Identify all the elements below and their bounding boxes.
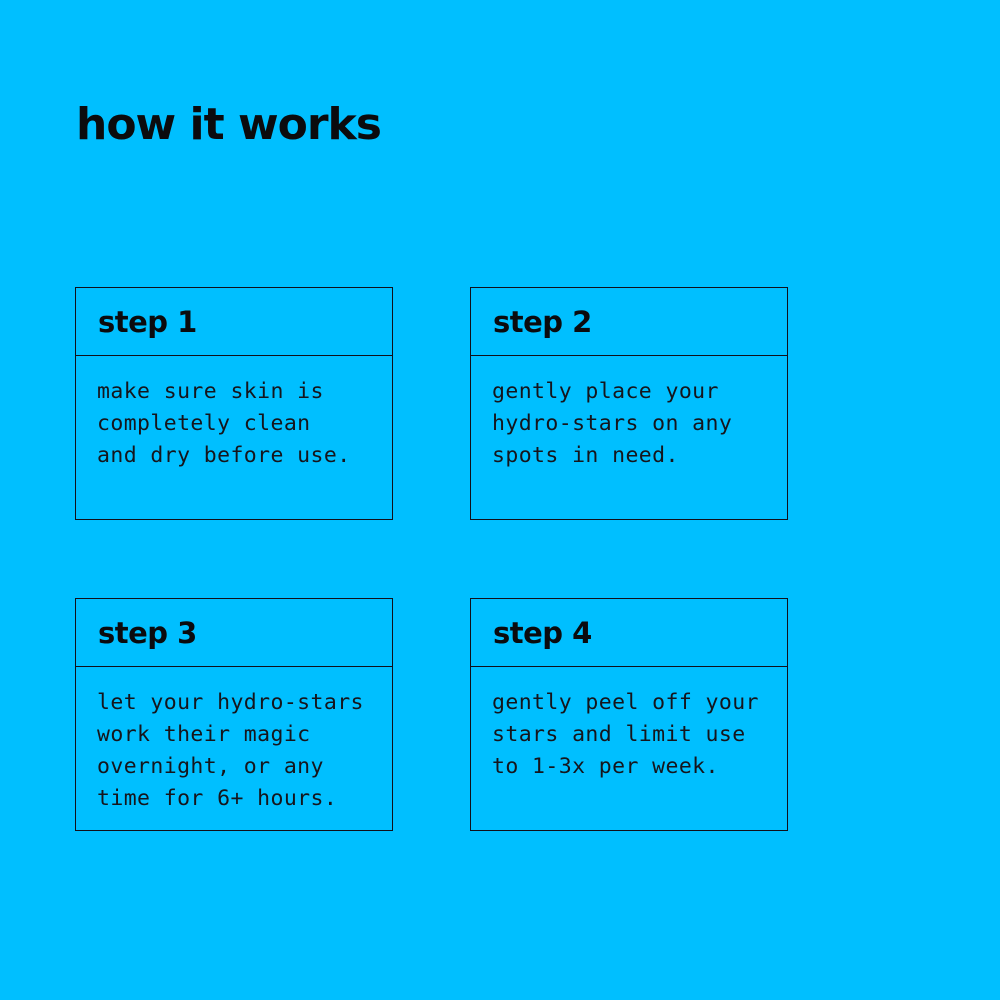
step-card-3-header: step 3 [76,599,392,667]
step-3-label: step 3 [98,615,197,650]
step-2-description: gently place your hydro-stars on any spo… [492,379,733,468]
step-card-1: step 1 make sure skin is completely clea… [75,287,393,520]
step-card-3: step 3 let your hydro-stars work their m… [75,598,393,831]
step-4-description: gently peel off your stars and limit use… [492,690,759,779]
step-3-description: let your hydro-stars work their magic ov… [97,690,364,811]
step-4-label: step 4 [493,615,592,650]
step-card-4-header: step 4 [471,599,787,667]
step-card-2: step 2 gently place your hydro-stars on … [470,287,788,520]
step-1-label: step 1 [98,304,197,339]
steps-grid: step 1 make sure skin is completely clea… [75,287,788,831]
step-card-4: step 4 gently peel off your stars and li… [470,598,788,831]
page-title: how it works [76,99,382,150]
step-1-description: make sure skin is completely clean and d… [97,379,351,468]
step-card-1-header: step 1 [76,288,392,356]
step-2-label: step 2 [493,304,592,339]
step-card-2-header: step 2 [471,288,787,356]
